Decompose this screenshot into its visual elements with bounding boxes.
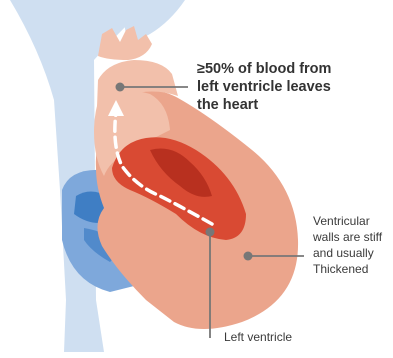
left-ventricle-label: Left ventricle xyxy=(224,329,292,345)
blood-ejection-callout: ≥50% of blood from left ventricle leaves… xyxy=(197,60,387,114)
ventricular-walls-callout: Ventricular walls are stiff and usually … xyxy=(313,213,391,277)
